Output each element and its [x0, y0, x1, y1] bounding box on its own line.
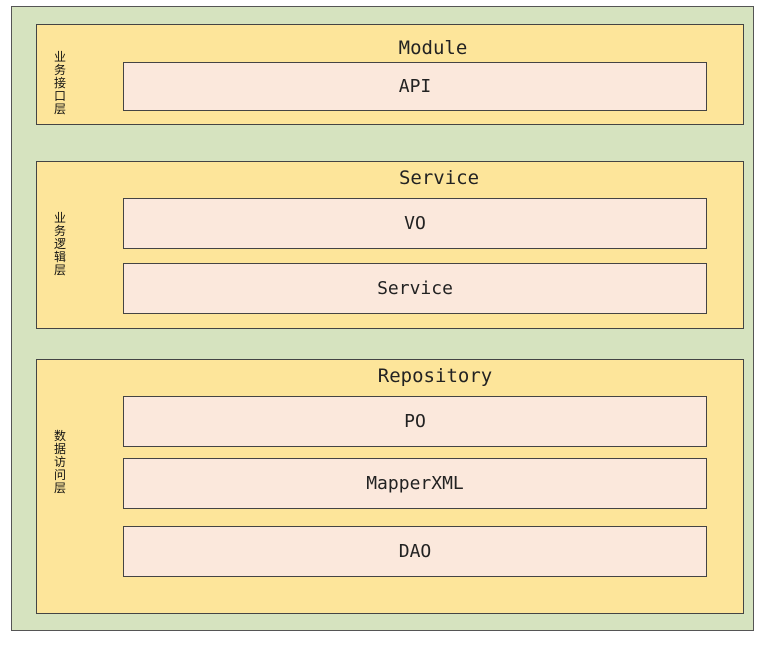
- box-po: PO: [123, 396, 707, 447]
- layer-side-label: 业务接口层: [54, 50, 67, 116]
- box-dao: DAO: [123, 526, 707, 577]
- box-service: Service: [123, 263, 707, 314]
- layer-repository: Repository 数据访问层 PO MapperXML DAO: [36, 359, 744, 614]
- layer-title: Service: [398, 167, 480, 189]
- box-vo: VO: [123, 198, 707, 249]
- layer-title: Repository: [377, 365, 493, 387]
- box-api: API: [123, 62, 707, 111]
- layer-side-label: 业务逻辑层: [54, 211, 67, 277]
- layer-module: Module 业务接口层 API: [36, 24, 744, 125]
- layer-side-label: 数据访问层: [54, 429, 67, 495]
- box-mapperxml: MapperXML: [123, 458, 707, 509]
- layer-service: Service 业务逻辑层 VO Service: [36, 161, 744, 329]
- layer-title: Module: [398, 37, 468, 59]
- architecture-diagram: Module 业务接口层 API Service 业务逻辑层 VO Servic…: [11, 6, 754, 631]
